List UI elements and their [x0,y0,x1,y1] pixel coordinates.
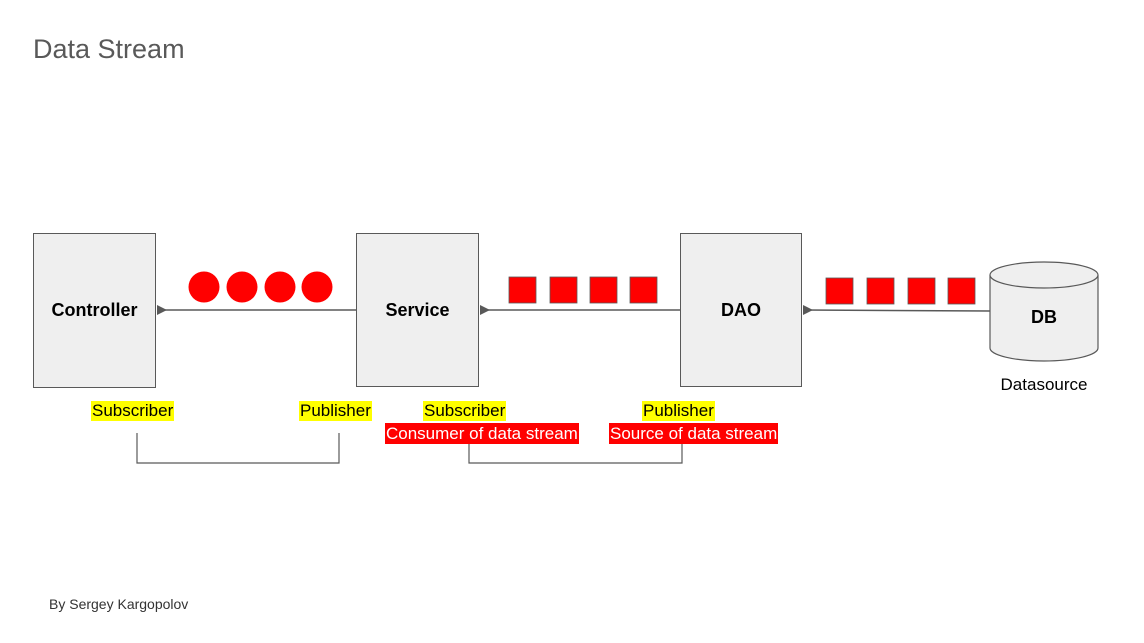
stream-items-squares-db [825,277,976,305]
service-node: Service [356,233,479,387]
stream-item-square [629,276,658,304]
stream-item-circle [301,271,333,303]
stream-item-square [907,277,936,305]
bracket-service-dao [468,444,683,464]
stream-items-squares-dao [508,276,658,304]
dao-publisher-role: Publisher [642,401,715,421]
stream-item-square [825,277,854,305]
datasource-caption: Datasource [1000,375,1088,394]
db-label: DB [1031,307,1057,327]
slide-title: Data Stream [33,34,185,64]
controller-label: Controller [51,300,138,320]
database-cylinder-icon [989,261,1099,362]
dao-node: DAO [680,233,802,387]
stream-item-square [549,276,578,304]
author-credit: By Sergey Kargopolov [49,596,189,612]
source-note: Source of data stream [609,423,779,444]
stream-item-square [947,277,976,305]
stream-items-circles [188,271,333,303]
stream-item-circle [226,271,258,303]
service-publisher-role: Publisher [299,401,372,421]
stream-item-circle [188,271,220,303]
stream-item-circle [264,271,296,303]
stream-item-square [866,277,895,305]
stream-item-square [589,276,618,304]
service-label: Service [385,299,450,320]
stream-item-square [508,276,537,304]
arrow-db-to-dao [802,304,991,315]
service-subscriber-role: Subscriber [423,401,507,421]
controller-subscriber-role: Subscriber [91,401,175,421]
consumer-note: Consumer of data stream [385,423,579,444]
dao-label: DAO [721,299,761,320]
controller-node: Controller [33,233,156,388]
bracket-controller-service [136,433,340,464]
